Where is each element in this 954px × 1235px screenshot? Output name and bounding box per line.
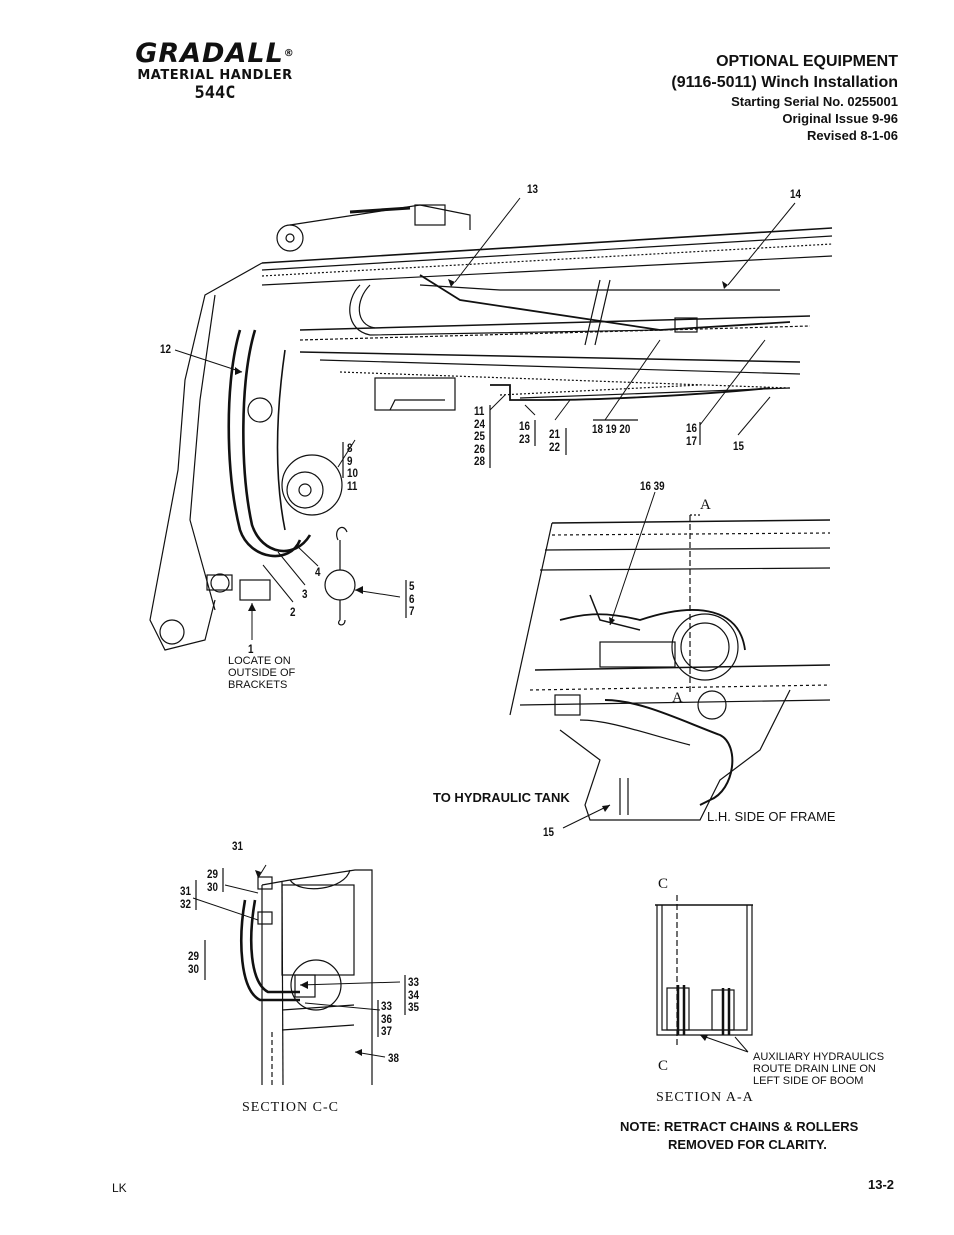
callout-35: 35 (408, 1000, 419, 1014)
callout-30a: 30 (207, 879, 218, 894)
callout-30b: 30 (188, 961, 199, 976)
callout-15b: 15 (543, 825, 554, 839)
section-cc-label: SECTION C-C (242, 1100, 339, 1115)
callout-stack-16-23: 16 23 (519, 420, 530, 445)
header-serial: Starting Serial No. 0255001 (731, 94, 898, 109)
logo-text: GRADALL (135, 38, 284, 69)
note-hydraulic-tank: TO HYDRAULIC TANK (433, 790, 570, 805)
note-aux-line-3: LEFT SIDE OF BOOM (753, 1075, 864, 1087)
callout-33b: 33 (381, 999, 392, 1013)
note-locate-line-1: LOCATE ON (228, 655, 291, 667)
callout-1: 1 (248, 642, 254, 656)
callout-9: 9 (347, 453, 353, 468)
callout-stack-31-32: 31 32 (180, 885, 191, 910)
callout-stack-29-30b: 29 30 (188, 950, 199, 975)
callout-11: 11 (347, 478, 358, 493)
callout-29b: 29 (188, 949, 199, 963)
brand-line-1: MATERIAL HANDLER (137, 68, 293, 83)
page-number: 13-2 (868, 1177, 895, 1192)
callout-6: 6 (409, 591, 415, 606)
callout-stack-33-37: 33 36 37 (381, 1000, 392, 1038)
header-issue: Original Issue 9-96 (782, 111, 898, 126)
callout-31b: 31 (180, 884, 191, 898)
callout-stack-21-22: 21 22 (549, 428, 560, 453)
callout-37: 37 (381, 1024, 392, 1038)
note-locate: LOCATE ON OUTSIDE OF BRACKETS (228, 655, 295, 691)
gradall-logo: GRADALL® MATERIAL HANDLER 544C (130, 38, 300, 104)
boom-main-view (149, 204, 833, 651)
callout-38: 38 (388, 1051, 399, 1065)
callout-10: 10 (347, 466, 358, 480)
callout-2: 2 (290, 605, 296, 619)
callout-36: 36 (381, 1011, 392, 1026)
leader-lines (174, 197, 796, 1058)
callout-5: 5 (409, 579, 415, 593)
note-lh-side: L.H. SIDE OF FRAME (707, 809, 836, 824)
callout-23: 23 (519, 431, 530, 446)
callout-32: 32 (180, 896, 191, 911)
callout-4: 4 (315, 565, 321, 579)
header-subtitle: (9116-5011) Winch Installation (671, 74, 898, 91)
callout-26: 26 (474, 441, 485, 456)
page-header: OPTIONAL EQUIPMENT (9116-5011) Winch Ins… (671, 52, 898, 144)
callout-16b: 16 (686, 421, 697, 435)
callout-22: 22 (549, 439, 560, 454)
section-mark-a-top: A (700, 497, 711, 513)
brand-model: 544C (194, 83, 236, 103)
note-locate-line-3: BRACKETS (228, 679, 288, 691)
callout-16a: 16 (519, 419, 530, 433)
callout-stack-5-7: 5 6 7 (409, 580, 414, 618)
note-retract-2: REMOVED FOR CLARITY. (668, 1137, 827, 1152)
callout-28: 28 (474, 454, 485, 468)
callout-stack-29-30a: 29 30 (207, 868, 218, 893)
callout-stack-8-11: 8 9 10 11 (347, 442, 358, 492)
note-locate-line-2: OUTSIDE OF (228, 667, 296, 679)
callout-24: 24 (474, 416, 485, 431)
note-aux-line-2: ROUTE DRAIN LINE ON (753, 1063, 876, 1075)
callout-stack-33-35: 33 34 35 (408, 976, 419, 1014)
callout-31a: 31 (232, 839, 243, 853)
callout-33a: 33 (408, 975, 419, 989)
callout-21: 21 (549, 427, 560, 441)
callout-16-39: 16 39 (640, 479, 665, 493)
callout-stack-11-28: 11 24 25 26 28 (474, 405, 485, 468)
callout-25: 25 (474, 429, 485, 443)
registered-mark: ® (283, 48, 295, 59)
section-aa-view (655, 895, 753, 1045)
callout-14: 14 (790, 187, 801, 201)
callout-11b: 11 (474, 404, 485, 418)
boom-detail-view (509, 514, 831, 821)
note-aux-line-1: AUXILIARY HYDRAULICS (753, 1051, 885, 1063)
section-aa-label: SECTION A-A (656, 1090, 754, 1105)
callout-15a: 15 (733, 439, 744, 453)
header-revised: Revised 8-1-06 (806, 128, 898, 143)
note-aux-hydraulics: AUXILIARY HYDRAULICS ROUTE DRAIN LINE ON… (753, 1051, 884, 1087)
section-mark-c-top: C (658, 876, 669, 892)
callout-13: 13 (527, 182, 538, 196)
callout-18-20: 18 19 20 (592, 422, 631, 436)
callout-bars (195, 405, 701, 1037)
note-retract-1: NOTE: RETRACT CHAINS & ROLLERS (620, 1119, 859, 1134)
section-cc-view (240, 869, 373, 1086)
section-mark-a-bottom: A (672, 690, 683, 706)
callout-8: 8 (347, 441, 353, 455)
footer-left: LK (112, 1181, 127, 1195)
section-mark-c-bottom: C (658, 1058, 669, 1074)
callout-3: 3 (302, 587, 308, 601)
callout-17: 17 (686, 433, 697, 448)
header-title: OPTIONAL EQUIPMENT (716, 53, 898, 70)
callout-29a: 29 (207, 867, 218, 881)
callout-34: 34 (408, 987, 419, 1002)
callout-7: 7 (409, 604, 415, 618)
callout-stack-16-17: 16 17 (686, 422, 697, 447)
callout-12: 12 (160, 342, 171, 356)
